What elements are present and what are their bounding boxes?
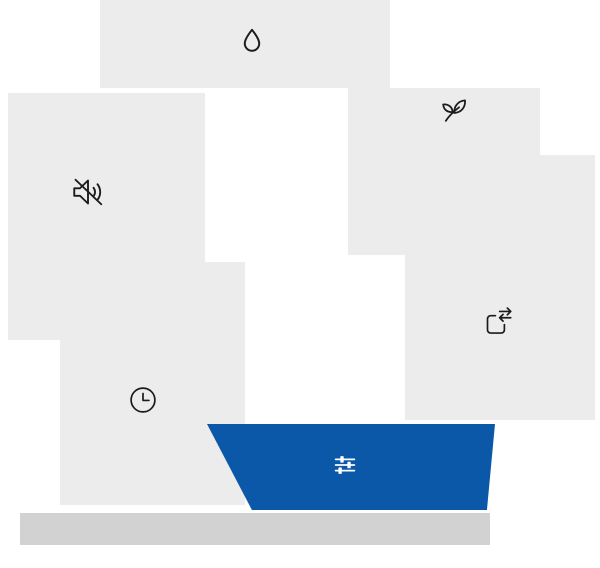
- tile-water[interactable]: [100, 0, 390, 88]
- water-drop-icon: [235, 22, 269, 62]
- speaker-mute-icon: [68, 172, 108, 212]
- hose-swap-icon: [478, 303, 516, 341]
- settings-action-button[interactable]: [207, 424, 495, 510]
- eco-leaves-icon: [437, 94, 475, 132]
- bottom-bar: [20, 513, 490, 545]
- clock-icon: [126, 383, 160, 417]
- tile-time[interactable]: [60, 262, 245, 505]
- tile-swap[interactable]: [405, 155, 595, 420]
- sliders-icon: [330, 450, 360, 480]
